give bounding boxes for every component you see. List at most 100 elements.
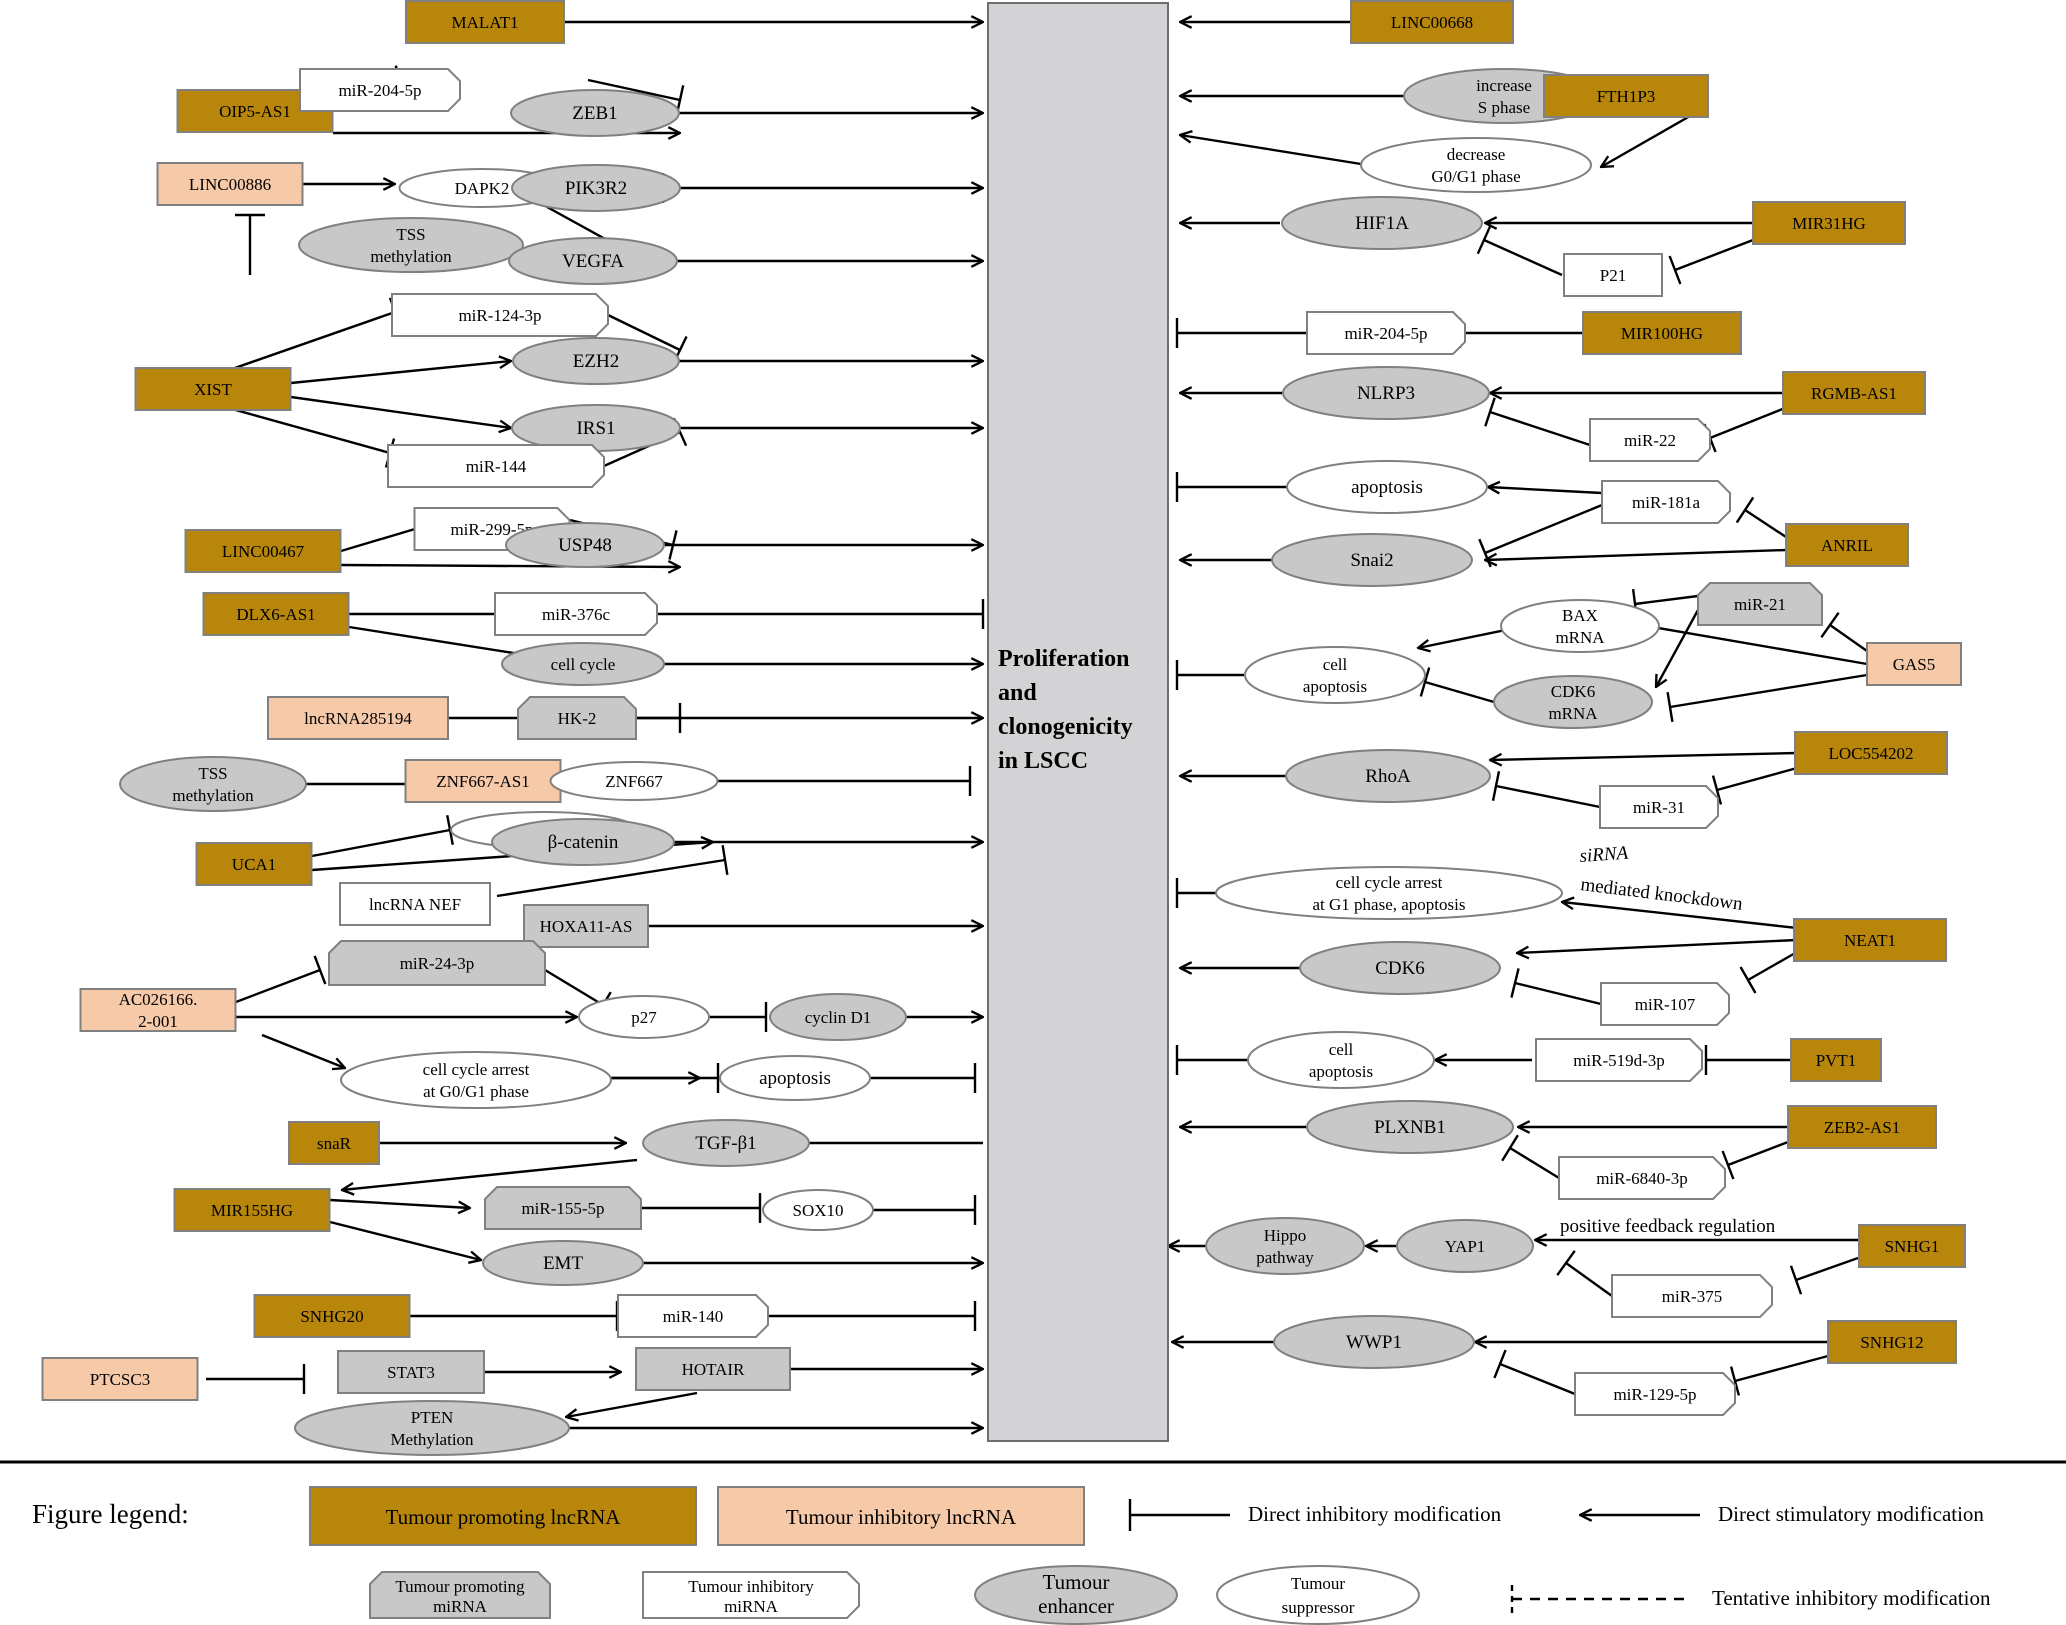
- node-mir-31-shape: [1599, 785, 1719, 829]
- node-label: TSS: [198, 764, 227, 783]
- node-mir-376c: miR-376c: [494, 592, 658, 636]
- node-label: apoptosis: [759, 1068, 831, 1089]
- stimulatory-edge: [1635, 624, 1868, 666]
- node-stat3-shape: [337, 1350, 485, 1394]
- node-znf667: ZNF667: [549, 761, 719, 801]
- stimulatory-edge: [329, 1220, 481, 1260]
- inhibitory-edge: [1484, 503, 1603, 555]
- inhibitory-edge: [1565, 1262, 1613, 1297]
- node-label: STAT3: [387, 1363, 435, 1382]
- node-label: RhoA: [1365, 766, 1411, 787]
- node-label: 2-001: [138, 1012, 178, 1031]
- inhibitory-edge: [340, 524, 426, 553]
- node-label: ANRIL: [1821, 536, 1873, 555]
- legend-label: miRNA: [724, 1597, 779, 1616]
- node-rgmb-as1: RGMB-AS1: [1782, 371, 1926, 415]
- legend-label: Figure legend:: [32, 1499, 189, 1529]
- node-mir-107: miR-107: [1600, 982, 1730, 1026]
- inhibitory-edge: [1734, 1354, 1829, 1383]
- node-label: miR-375: [1662, 1287, 1722, 1306]
- node-mir155hg: MIR155HG: [173, 1188, 331, 1232]
- inhibitory-edge: [1634, 594, 1699, 606]
- node-label: miR-181a: [1632, 493, 1700, 512]
- node-snhg20-shape: [253, 1294, 411, 1338]
- node-mir-31: miR-31: [1599, 785, 1719, 829]
- node-label: G0/G1 phase: [1431, 167, 1520, 186]
- node-pvt1-shape: [1790, 1038, 1882, 1082]
- node-label: miR-140: [663, 1307, 723, 1326]
- node-b-catenin-shape: [491, 818, 675, 866]
- node-label: cell cycle arrest: [1336, 873, 1443, 892]
- node-linc00668: LINC00668: [1350, 0, 1514, 44]
- node-label: HIF1A: [1355, 213, 1409, 234]
- node-loc554202-shape: [1794, 731, 1948, 775]
- node-hoxa11-as: HOXA11-AS: [523, 904, 649, 948]
- inhibition-bar: [1820, 612, 1840, 638]
- node-label: snaR: [317, 1134, 352, 1153]
- stimulatory-edge: [261, 1033, 345, 1068]
- stimulatory-edge: [1488, 487, 1603, 493]
- inhibitory-edge: [1499, 1362, 1576, 1396]
- node-anril: ANRIL: [1785, 523, 1909, 567]
- legend-label: Tumour promoting: [395, 1577, 525, 1596]
- annotation-siRNA: siRNA: [1579, 843, 1629, 867]
- legend-suppressor-swatch: [1216, 1565, 1420, 1625]
- node-snhg20: SNHG20: [253, 1294, 411, 1338]
- node-mir-181a-shape: [1601, 480, 1731, 524]
- node-label: YAP1: [1445, 1237, 1486, 1256]
- node-label: miR-376c: [542, 605, 610, 624]
- stimulatory-edge: [342, 1158, 638, 1190]
- node-snai2: Snai2: [1271, 533, 1473, 587]
- node-label: MIR31HG: [1792, 214, 1866, 233]
- legend-inhibitory-mirna-swatch: [642, 1571, 860, 1619]
- node-mir-6840-3p: miR-6840-3p: [1558, 1156, 1726, 1200]
- node-label: SNHG20: [300, 1307, 363, 1326]
- node-label: cell: [1323, 655, 1348, 674]
- node-label: apoptosis: [1309, 1062, 1373, 1081]
- node-decg0-shape: [1360, 137, 1592, 193]
- stimulatory-edge: [566, 1391, 698, 1417]
- node-label: miR-299-5p: [450, 520, 533, 539]
- node-yap1-shape: [1396, 1219, 1534, 1273]
- inhibitory-edge: [1424, 680, 1495, 704]
- node-label: miR-129-5p: [1613, 1385, 1696, 1404]
- node-mir-24-3p-shape: [328, 940, 546, 986]
- node-mir-519d-3p: miR-519d-3p: [1535, 1038, 1703, 1082]
- node-label: lncRNA NEF: [369, 895, 461, 914]
- node-zeb2-as1: ZEB2-AS1: [1787, 1105, 1937, 1149]
- node-label: at G0/G1 phase: [423, 1082, 529, 1101]
- node-label: cyclin D1: [805, 1008, 872, 1027]
- inhibition-bar: [721, 844, 729, 876]
- node-label: SOX10: [792, 1201, 843, 1220]
- inhibitory-edge: [311, 828, 451, 858]
- node-label: lncRNA285194: [304, 709, 412, 728]
- node-label: miR-107: [1635, 995, 1696, 1014]
- node-znf667-as1-shape: [404, 759, 562, 803]
- node-snar-shape: [288, 1121, 380, 1165]
- node-label: Methylation: [390, 1430, 474, 1449]
- node-plxnb1: PLXNB1: [1306, 1100, 1514, 1154]
- node-label: RGMB-AS1: [1811, 384, 1897, 403]
- node-label: ZEB1: [572, 103, 617, 124]
- node-mir-21: miR-21: [1697, 582, 1823, 626]
- node-mir-376c-shape: [494, 592, 658, 636]
- inhibition-bar: [1711, 775, 1723, 805]
- node-anril-shape: [1785, 523, 1909, 567]
- legend-label: Tumour inhibitory lncRNA: [786, 1505, 1017, 1529]
- center-label-line: and: [998, 680, 1037, 706]
- stimulatory-edge: [1180, 135, 1362, 166]
- node-label: BAX: [1562, 606, 1598, 625]
- node-dlx6-as1: DLX6-AS1: [202, 592, 350, 636]
- node-malat1: MALAT1: [405, 0, 565, 44]
- inhibition-bar: [1735, 496, 1755, 524]
- node-label: HOTAIR: [682, 1360, 746, 1379]
- node-ac026166-shape: [79, 988, 237, 1032]
- node-ptcsc3-shape: [41, 1357, 199, 1401]
- node-label: miR-519d-3p: [1573, 1051, 1665, 1070]
- node-label: ZNF667: [605, 772, 663, 791]
- node-label: Snai2: [1350, 550, 1393, 571]
